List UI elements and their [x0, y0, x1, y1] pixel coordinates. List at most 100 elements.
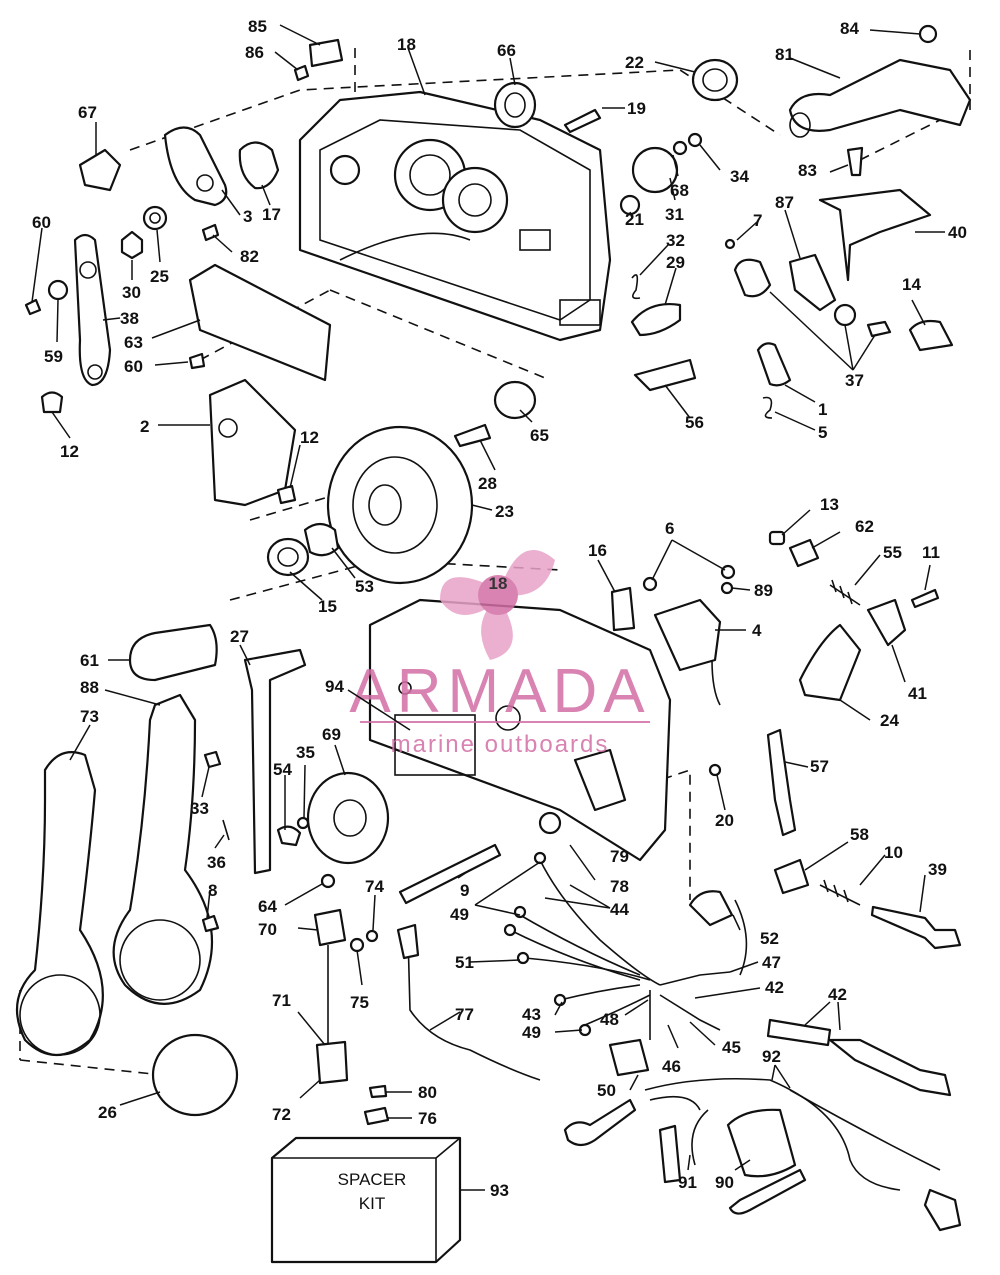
part-66: [493, 81, 537, 129]
part-20: [708, 763, 722, 777]
callout-48: 48: [600, 1010, 619, 1029]
callout-31: 31: [665, 205, 684, 224]
callout-59: 59: [44, 347, 63, 366]
callout-62: 62: [855, 517, 874, 536]
callout-56: 56: [685, 413, 704, 432]
callout-8: 8: [208, 881, 217, 900]
part-35: [296, 816, 310, 830]
part-67: [78, 148, 122, 192]
callout-34: 34: [730, 167, 749, 186]
callout-21: 21: [625, 210, 644, 229]
spacer-kit-label-line1: SPACER: [338, 1170, 407, 1189]
part-29: [630, 303, 682, 337]
callout-86: 86: [245, 43, 264, 62]
part-90: [726, 1108, 797, 1178]
part-60b: [188, 352, 206, 370]
callout-40: 40: [948, 223, 967, 242]
lower-right-parts: [563, 728, 962, 1232]
callout-49-bottom: 49: [522, 1023, 541, 1042]
callout-57: 57: [810, 757, 829, 776]
part-86: [293, 64, 310, 82]
callout-92: 92: [762, 1047, 781, 1066]
part-23: [326, 425, 474, 585]
callout-60-top: 60: [32, 213, 51, 232]
callout-2: 2: [140, 417, 149, 436]
part-26: [151, 1033, 239, 1117]
callout-42-left: 42: [765, 978, 784, 997]
part-77: [407, 934, 541, 1081]
part-27: [243, 648, 307, 875]
part-6b: [720, 564, 736, 580]
part-2: [208, 378, 297, 507]
callout-73: 73: [80, 707, 99, 726]
part-5: [762, 396, 773, 419]
callout-55: 55: [883, 543, 902, 562]
callout-38: 38: [120, 309, 139, 328]
part-73: [15, 751, 104, 1056]
part-85: [308, 38, 344, 68]
callout-72: 72: [272, 1105, 291, 1124]
callout-52: 52: [760, 929, 779, 948]
part-19: [563, 108, 602, 134]
callout-24: 24: [880, 711, 899, 730]
callout-30: 30: [122, 283, 141, 302]
callout-51: 51: [455, 953, 474, 972]
part-56: [633, 358, 697, 392]
callout-91: 91: [678, 1173, 697, 1192]
spacer-kit-label-line2: KIT: [359, 1194, 385, 1213]
callout-47: 47: [762, 953, 781, 972]
part-25: [142, 205, 168, 231]
part-68: [672, 140, 688, 156]
callout-78: 78: [610, 877, 629, 896]
propeller-icon: [440, 550, 555, 660]
lower-center-parts: [313, 843, 541, 1126]
part-39: [870, 905, 962, 950]
middle-parts: [208, 378, 940, 706]
callout-labels: 85 86 18 66 22 19 81 84 83 40 67 17 3 25…: [32, 17, 967, 1192]
part-24: [798, 623, 862, 702]
callout-25: 25: [150, 267, 169, 286]
callout-69: 69: [322, 725, 341, 744]
callout-60-bottom: 60: [124, 357, 143, 376]
part-42-cable: [828, 1038, 952, 1097]
part-37-switch: [733, 258, 772, 298]
lower-housing: [368, 598, 672, 862]
callout-18-top: 18: [397, 35, 416, 54]
callout-81: 81: [775, 45, 794, 64]
armada-watermark: 18 ARMADA marine outboards: [349, 550, 650, 758]
callout-9: 9: [460, 881, 469, 900]
callout-3: 3: [243, 207, 252, 226]
watermark-brand: ARMADA: [349, 657, 650, 726]
part-34: [687, 132, 703, 148]
part-1: [756, 342, 792, 387]
callout-23: 23: [495, 502, 514, 521]
callout-32: 32: [666, 231, 685, 250]
part-12b: [276, 484, 297, 505]
part-57: [766, 728, 797, 837]
callout-41: 41: [908, 684, 927, 703]
callout-65: 65: [530, 426, 549, 445]
callout-80: 80: [418, 1083, 437, 1102]
callout-20: 20: [715, 811, 734, 830]
part-6a: [642, 576, 658, 592]
callout-77: 77: [455, 1005, 474, 1024]
part-14: [908, 319, 954, 352]
callout-44: 44: [610, 900, 629, 919]
callout-75: 75: [350, 993, 369, 1012]
lower-housing-assembly: [368, 598, 672, 862]
callout-35: 35: [296, 743, 315, 762]
part-36: [222, 819, 230, 841]
leader-lines: [31, 24, 945, 1171]
part-41: [866, 598, 907, 647]
callout-63: 63: [124, 333, 143, 352]
part-16: [610, 586, 636, 632]
callout-89: 89: [754, 581, 773, 600]
callout-83: 83: [798, 161, 817, 180]
part-12a: [40, 391, 64, 414]
upper-left-parts: [24, 38, 344, 414]
callout-33: 33: [190, 799, 209, 818]
callout-1: 1: [818, 400, 827, 419]
callout-64: 64: [258, 897, 277, 916]
part-8: [201, 914, 220, 933]
